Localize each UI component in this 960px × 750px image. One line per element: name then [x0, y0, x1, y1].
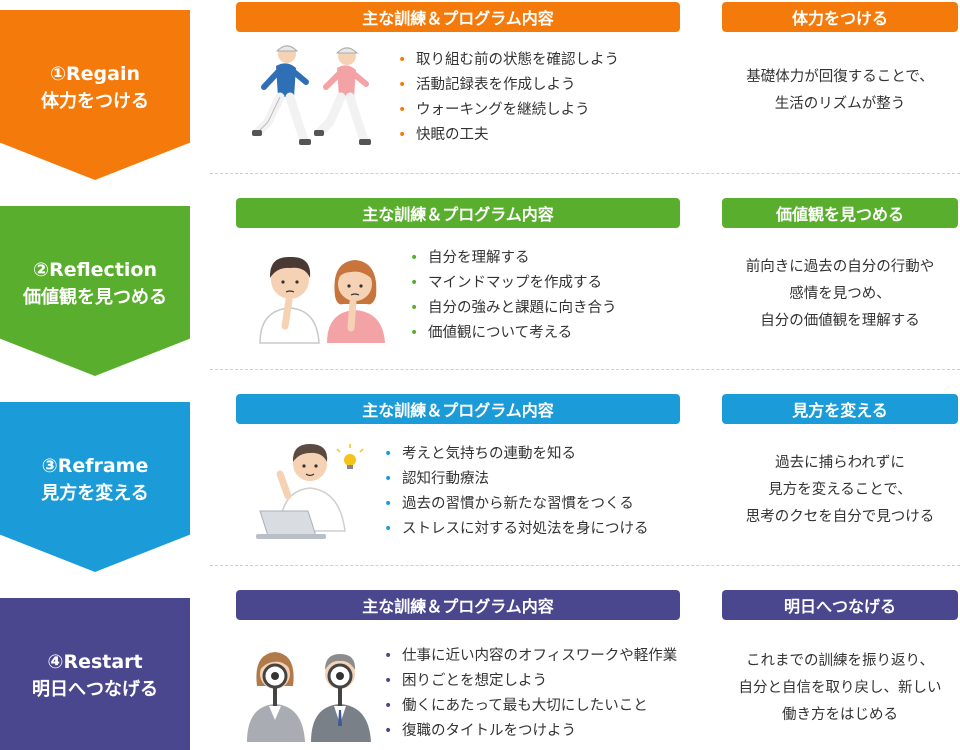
- bullet-icon: •: [398, 127, 407, 143]
- walking-people-icon: [252, 45, 371, 145]
- list-item: • 価値観について考える: [410, 321, 617, 346]
- list-item: • マインドマップを作成する: [410, 271, 617, 296]
- bullet-icon: •: [384, 521, 393, 537]
- list-item-text: 困りごとを想定しよう: [402, 673, 547, 689]
- program-header: 主な訓練＆プログラム内容: [236, 2, 680, 32]
- goal-description: 基礎体力が回復することで、 生活のリズムが整う: [722, 64, 958, 118]
- list-item-text: 活動記録表を作成しよう: [416, 77, 576, 93]
- goal-header: 明日へつなげる: [722, 590, 958, 620]
- program-list: •考えと気持ちの連動を知る •認知行動療法 •過去の習慣から新たな習慣をつくる …: [384, 442, 649, 542]
- goal-description-line: 自分と自信を取り戻し、新しい: [738, 680, 942, 696]
- stage-number: ③Reframe: [41, 455, 149, 477]
- stage-reflection: ②Reflection 価値観を見つめる 主な訓練＆プログラム内容 価値観を見つ…: [0, 198, 960, 378]
- stage-regain: ①Regain 体力をつける 主な訓練＆プログラム内容 体力をつける • 取り組む…: [0, 2, 960, 182]
- list-item-text: 働くにあたって最も大切にしたいこと: [402, 698, 648, 714]
- list-item-text: 取り組む前の状態を確認しよう: [416, 52, 619, 68]
- bullet-icon: •: [398, 52, 407, 68]
- list-item: • ウォーキングを継続しよう: [398, 98, 619, 123]
- list-item: • 取り組む前の状態を確認しよう: [398, 48, 619, 73]
- list-item: • 活動記録表を作成しよう: [398, 73, 619, 98]
- stage-reframe: ③Reframe 見方を変える 主な訓練＆プログラム内容 見方を変える • 考えと…: [0, 394, 960, 574]
- stage-arrow-restart: ④Restart 明日へつなげる: [0, 598, 190, 750]
- goal-description-line: 基礎体力が回復することで、: [746, 69, 934, 85]
- list-item-text: 自分を理解する: [428, 250, 530, 266]
- goal-description-line: 見方を変えることで、: [768, 482, 912, 498]
- bullet-icon: •: [384, 446, 393, 462]
- stage-arrow-reflection: ②Reflection 価値観を見つめる: [0, 206, 190, 376]
- goal-description-line: これまでの訓練を振り返り、: [746, 653, 934, 669]
- list-item-text: ウォーキングを継続しよう: [416, 102, 590, 118]
- goal-description: 前向きに過去の自分の行動や 感情を見つめ、 自分の価値観を理解する: [722, 254, 958, 335]
- program-header: 主な訓練＆プログラム内容: [236, 590, 680, 620]
- list-item: • 認知行動療法: [384, 467, 649, 492]
- bullet-icon: •: [384, 648, 393, 664]
- goal-description-line: 前向きに過去の自分の行動や: [745, 259, 935, 275]
- program-list: • 仕事に近い内容のオフィスワークや軽作業 • 困りごとを想定しよう • 働くにあたっ…: [384, 644, 677, 744]
- bullet-icon: •: [410, 275, 419, 291]
- list-item: • 復職のタイトルをつけよう: [384, 719, 677, 744]
- list-item: • 過去の習慣から新たな習慣をつくる: [384, 492, 649, 517]
- list-item-text: 認知行動療法: [402, 471, 489, 487]
- program-header: 主な訓練＆プログラム内容: [236, 394, 680, 424]
- goal-description-line: 感情を見つめ、: [789, 286, 891, 302]
- list-item: • 考えと気持ちの連動を知る: [384, 442, 649, 467]
- list-item-text: マインドマップを作成する: [428, 275, 602, 291]
- list-item-text: ストレスに対する対処法を身につける: [402, 521, 649, 537]
- list-item: • 自分の強みと課題に向き合う: [410, 296, 617, 321]
- bullet-icon: •: [410, 325, 419, 341]
- list-item: • 自分を理解する: [410, 246, 617, 271]
- stage-name: 明日へつなげる: [32, 679, 158, 700]
- list-item: • 快眠の工夫: [398, 123, 619, 148]
- goal-header: 価値観を見つめる: [722, 198, 958, 228]
- list-item: • 困りごとを想定しよう: [384, 669, 677, 694]
- divider: [210, 369, 960, 370]
- bullet-icon: •: [398, 77, 407, 93]
- list-item-text: 考えと気持ちの連動を知る: [402, 446, 576, 462]
- stage-name: 価値観を見つめる: [23, 287, 167, 308]
- stage-arrow-regain: ①Regain 体力をつける: [0, 10, 190, 180]
- bullet-icon: •: [384, 698, 393, 714]
- list-item-text: 復職のタイトルをつけよう: [402, 723, 576, 739]
- bullet-icon: •: [410, 300, 419, 316]
- goal-description: これまでの訓練を振り返り、 自分と自信を取り戻し、新しい 働き方をはじめる: [722, 648, 958, 729]
- bullet-icon: •: [384, 471, 393, 487]
- goal-description: 過去に捕らわれずに 見方を変えることで、 思考のクセを自分で見つける: [722, 450, 958, 531]
- list-item-text: 快眠の工夫: [416, 127, 489, 143]
- divider: [210, 173, 960, 174]
- stage-number: ①Regain: [49, 63, 141, 85]
- bullet-icon: •: [384, 673, 393, 689]
- bullet-icon: •: [410, 250, 419, 266]
- list-item: • 仕事に近い内容のオフィスワークや軽作業: [384, 644, 677, 669]
- goal-description-line: 過去に捕らわれずに: [775, 455, 905, 471]
- laptop-idea-person-icon: [256, 444, 364, 539]
- goal-description-line: 生活のリズムが整う: [774, 96, 906, 112]
- goal-description-line: 働き方をはじめる: [782, 707, 898, 723]
- goal-header: 見方を変える: [722, 394, 958, 424]
- stage-name: 体力をつける: [41, 91, 149, 112]
- bullet-icon: •: [384, 723, 393, 739]
- list-item: • 働くにあたって最も大切にしたいこと: [384, 694, 677, 719]
- magnifier-people-icon: [247, 652, 371, 742]
- goal-description-line: 自分の価値観を理解する: [760, 313, 920, 329]
- list-item: • ストレスに対する対処法を身につける: [384, 517, 649, 542]
- stage-number: ④Restart: [47, 651, 143, 673]
- thinking-people-icon: [259, 256, 385, 344]
- bullet-icon: •: [384, 496, 393, 512]
- stage-number: ②Reflection: [32, 259, 157, 281]
- divider: [210, 565, 960, 566]
- list-item-text: 仕事に近い内容のオフィスワークや軽作業: [402, 648, 678, 664]
- stage-name: 見方を変える: [41, 483, 149, 504]
- stage-restart: ④Restart 明日へつなげる 主な訓練＆プログラム内容 明日へつなげる • 仕…: [0, 590, 960, 750]
- goal-header: 体力をつける: [722, 2, 958, 32]
- program-header: 主な訓練＆プログラム内容: [236, 198, 680, 228]
- list-item-text: 自分の強みと課題に向き合う: [428, 300, 617, 316]
- bullet-icon: •: [398, 102, 407, 118]
- program-list: • 自分を理解する • マインドマップを作成する • 自分の強みと課題に向き合う • 価…: [410, 246, 617, 346]
- program-list: • 取り組む前の状態を確認しよう • 活動記録表を作成しよう • ウォーキングを継続し…: [398, 48, 619, 148]
- list-item-text: 過去の習慣から新たな習慣をつくる: [402, 496, 634, 512]
- goal-description-line: 思考のクセを自分で見つける: [745, 509, 935, 525]
- stage-arrow-reframe: ③Reframe 見方を変える: [0, 402, 190, 572]
- list-item-text: 価値観について考える: [428, 325, 573, 341]
